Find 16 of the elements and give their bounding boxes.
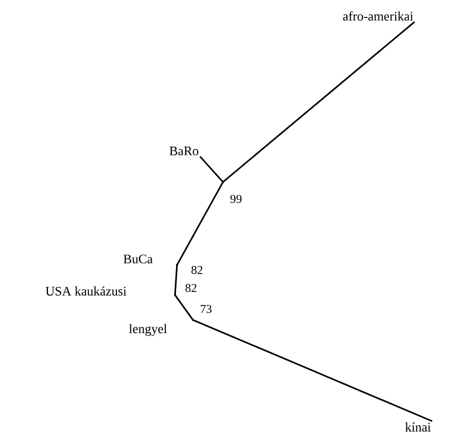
leaf-label: afro-amerikai <box>343 11 414 21</box>
bootstrap-value: 82 <box>185 284 196 292</box>
bootstrap-value: 73 <box>200 304 212 313</box>
leaf-label: BaRo <box>170 146 198 156</box>
tree-branch <box>199 156 224 183</box>
leaf-label: lengyel <box>129 324 167 336</box>
tree-branch <box>174 264 178 296</box>
tree-branch <box>192 319 432 422</box>
leaf-label: kínai <box>405 422 431 432</box>
bootstrap-value: 99 <box>230 194 242 203</box>
bootstrap-value: 82 <box>191 266 202 274</box>
tree-branch <box>174 294 194 320</box>
tree-branch <box>176 182 224 266</box>
leaf-label: BuCa <box>124 254 153 264</box>
leaf-label: USA kaukázusi <box>46 286 126 296</box>
tree-branch <box>222 21 416 183</box>
